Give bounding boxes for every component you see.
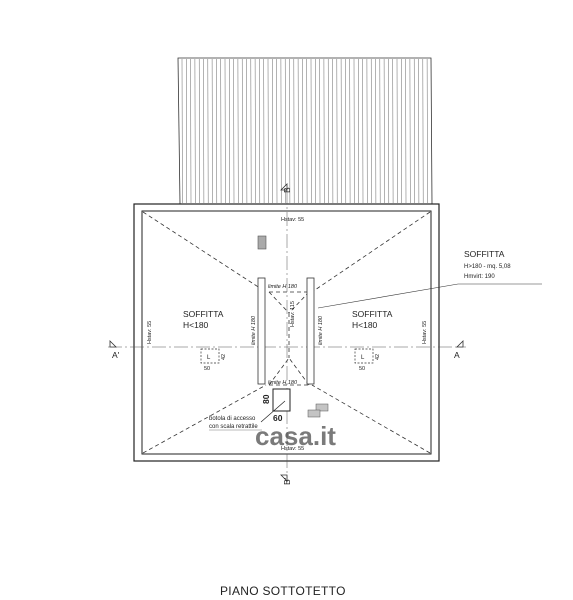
svg-text:50: 50: [204, 366, 210, 372]
svg-text:Hmvirt: 190: Hmvirt: 190: [464, 274, 495, 280]
left-skylight: L 50 42: [200, 348, 227, 372]
svg-text:L: L: [361, 355, 365, 361]
page-title: PIANO SOTTOTETTO: [220, 584, 346, 598]
hstav-top: Hstav: 55: [281, 217, 304, 223]
access-hatch: 80 60 botola di accesso con scala retrat…: [209, 388, 291, 431]
right-skylight: L 50 42: [354, 348, 381, 372]
left-room-height: H<180: [183, 320, 209, 330]
svg-text:42: 42: [375, 354, 381, 360]
hstav-right: Hstav: 55: [422, 321, 428, 344]
section-mark-b-top: B: [282, 187, 292, 193]
hstav-center: Hstav: 115: [290, 301, 296, 327]
limite-top: limite H 180: [268, 284, 298, 290]
roof-hatch: [177, 57, 433, 205]
svg-text:60: 60: [273, 413, 283, 423]
limite-bottom: limite H 180: [268, 380, 298, 386]
left-room-name: SOFFITTA: [183, 309, 224, 319]
center-callout: SOFFITTA H>180 - mq. 5,08 Hmvirt: 190: [317, 249, 542, 309]
section-mark-a-left: A': [112, 350, 120, 360]
limit-walls: [257, 277, 315, 385]
steps: [307, 403, 329, 418]
hstav-bottom: Hstav: 55: [281, 446, 304, 452]
svg-text:80: 80: [261, 394, 271, 404]
hip-lines: [142, 211, 431, 454]
hatch-label-2: con scala retrattile: [209, 424, 258, 430]
limite-right: limite H 180: [318, 315, 324, 345]
watermark: casa.it: [255, 421, 336, 451]
section-axes: [108, 190, 466, 478]
hatch-label-1: botola di accesso: [209, 416, 256, 422]
section-mark-a-right: A: [454, 350, 460, 360]
svg-text:H>180 - mq. 5,08: H>180 - mq. 5,08: [464, 264, 511, 270]
svg-text:L: L: [207, 355, 211, 361]
svg-text:SOFFITTA: SOFFITTA: [464, 249, 505, 259]
right-room-height: H<180: [352, 320, 378, 330]
limite-left: limite H 180: [251, 315, 257, 345]
chimney: [257, 235, 267, 250]
svg-text:50: 50: [359, 366, 365, 372]
section-arrows: [109, 183, 464, 482]
section-mark-b-bottom: B': [282, 477, 292, 485]
right-room-name: SOFFITTA: [352, 309, 393, 319]
svg-text:42: 42: [221, 354, 227, 360]
walls: [133, 203, 440, 462]
hstav-left: Hstav: 55: [147, 321, 153, 344]
